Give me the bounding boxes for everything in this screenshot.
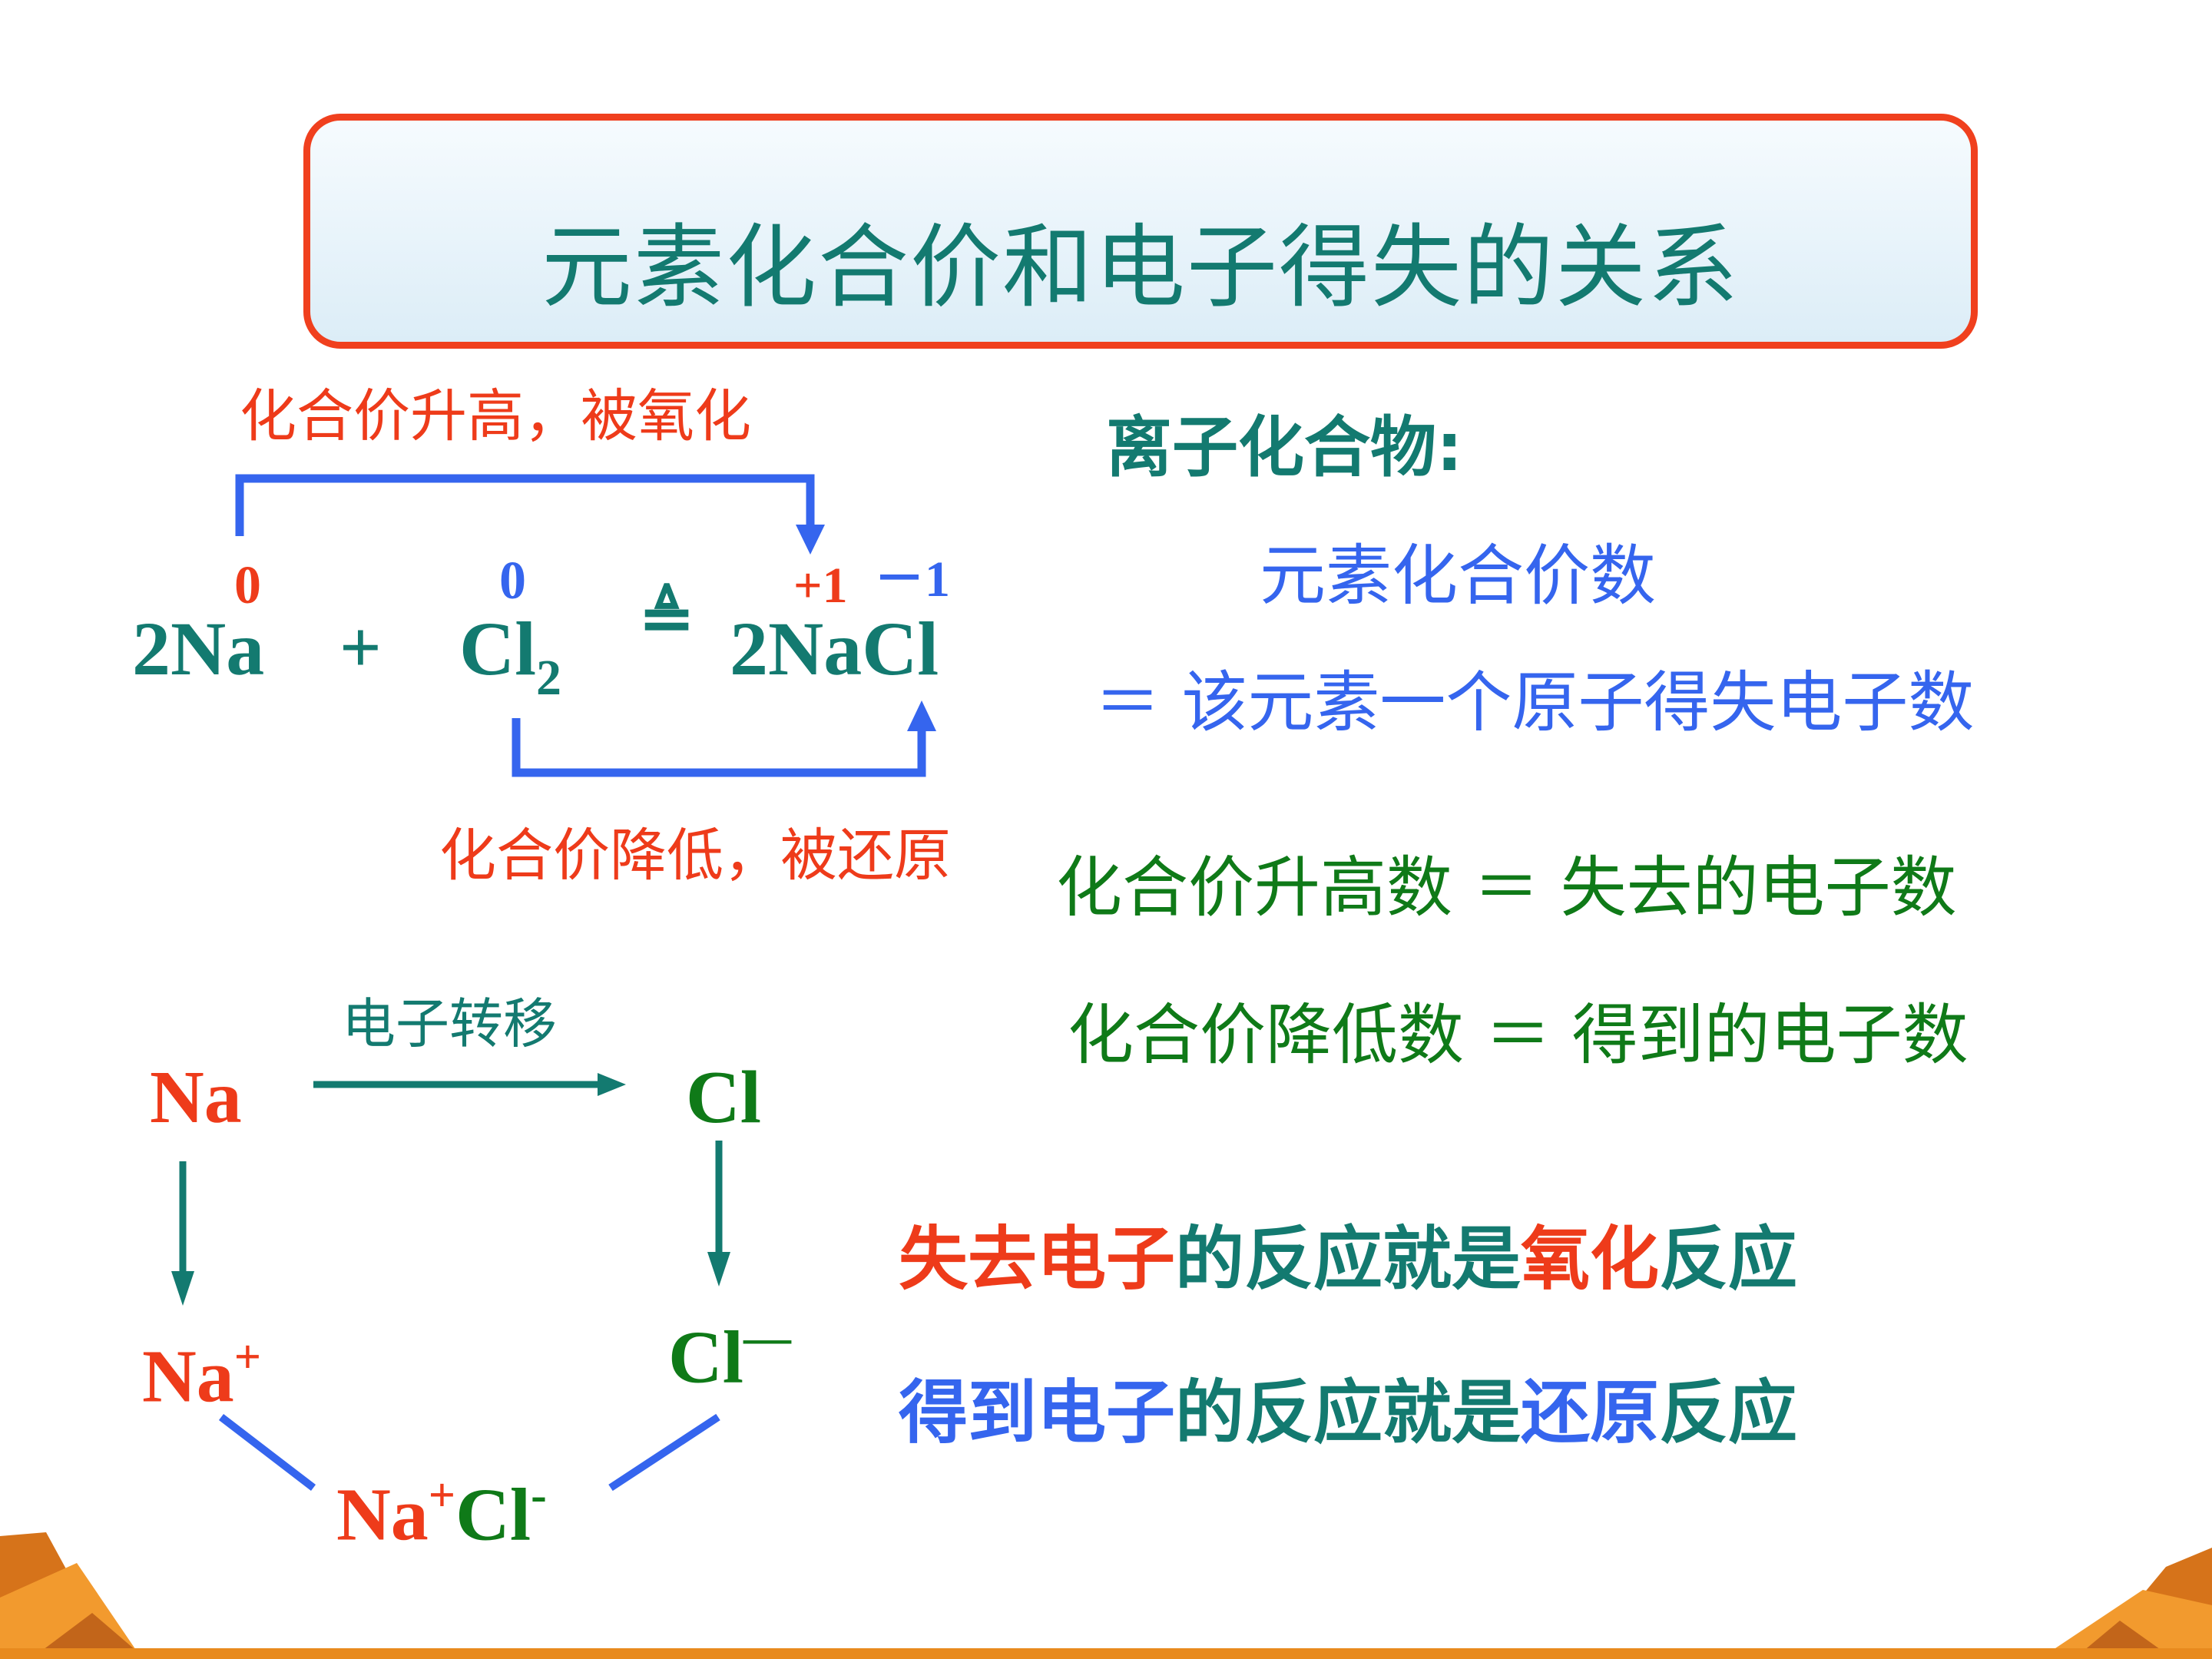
reactant-cl-symbol: Cl	[459, 606, 536, 691]
na-ion-charge: +	[233, 1331, 262, 1383]
cl-atom: Cl	[686, 1056, 761, 1139]
summary1-middle: 的反应就是	[1175, 1219, 1521, 1300]
pair-na-symbol: Na	[336, 1473, 429, 1557]
oxidation-bracket	[235, 474, 815, 541]
pair-na-charge: +	[428, 1469, 456, 1522]
footer-left-shadow	[31, 1613, 146, 1659]
na-down-arrowhead	[171, 1271, 194, 1306]
ox-state-cl-reactant: 0	[499, 551, 526, 611]
plus-sign: +	[339, 606, 382, 688]
reduction-bracket	[512, 718, 926, 777]
transfer-arrowhead	[598, 1073, 626, 1096]
na-ion-join-line	[218, 1414, 316, 1491]
pair-cl-symbol: Cl	[455, 1473, 531, 1557]
reduction-summary: 得到电子的反应就是还原反应	[899, 1379, 1797, 1448]
cl-ion-join-line	[608, 1413, 720, 1492]
reactant-cl2: Cl2	[459, 611, 561, 704]
na-ion-symbol: Na	[142, 1335, 234, 1419]
footer-right-triangle-front	[2039, 1590, 2212, 1659]
footer-bar	[0, 1648, 2212, 1659]
reduction-arrowhead	[907, 700, 936, 731]
ionic-compound-heading: 离子化合物:	[1106, 409, 1463, 486]
na-atom: Na	[150, 1056, 242, 1139]
summary1-oxidation: 氧化	[1521, 1219, 1659, 1300]
electron-count-line: ＝ 该元素一个原子得失电子数	[1094, 664, 1975, 741]
valence-rise-rule: 化合价升高数 ＝ 失去的电子数	[1056, 849, 1957, 926]
pair-cl-charge: -	[531, 1469, 547, 1522]
summary2-gain-electrons: 得到电子	[899, 1373, 1175, 1453]
cl-down-arrowhead	[707, 1252, 730, 1286]
oxidation-summary: 失去电子的反应就是氧化反应	[899, 1225, 1797, 1294]
title-box: 元素化合价和电子得失的关系	[303, 114, 1978, 349]
summary1-lose-electrons: 失去电子	[899, 1219, 1175, 1300]
oxidation-label: 化合价升高，被氧化	[240, 383, 751, 449]
valence-fall-rule: 化合价降低数 ＝ 得到的电子数	[1068, 997, 1969, 1074]
summary1-reaction: 反应	[1659, 1219, 1797, 1300]
na-ion: Na+	[142, 1333, 261, 1415]
reactant-na: 2Na	[132, 606, 265, 691]
electron-transfer-label: 电子转移	[342, 992, 557, 1055]
reduction-label: 化合价降低，被还原	[439, 823, 951, 889]
summary2-middle: 的反应就是	[1175, 1373, 1521, 1453]
na-cl-ion-pair: Na+Cl-	[336, 1472, 547, 1553]
ox-state-na-product: +1	[793, 558, 848, 614]
page-title: 元素化合价和电子得失的关系	[541, 214, 1740, 320]
oxidation-arrowhead	[796, 525, 825, 555]
cl-ion: Cl—	[668, 1314, 791, 1399]
product-nacl: 2NaCl	[730, 606, 939, 691]
summary2-reduction: 还原	[1521, 1373, 1659, 1453]
ox-state-na-reactant: 0	[234, 556, 261, 615]
ox-state-cl-product: －1	[874, 551, 950, 608]
heat-condition-sign: ≜	[639, 581, 695, 655]
summary2-reaction: 反应	[1659, 1373, 1797, 1453]
reactant-cl-subscript: 2	[536, 650, 561, 706]
cl-ion-symbol: Cl	[668, 1316, 743, 1399]
valence-number-line: 元素化合价数	[1260, 538, 1656, 614]
cl-ion-charge: —	[743, 1312, 791, 1364]
